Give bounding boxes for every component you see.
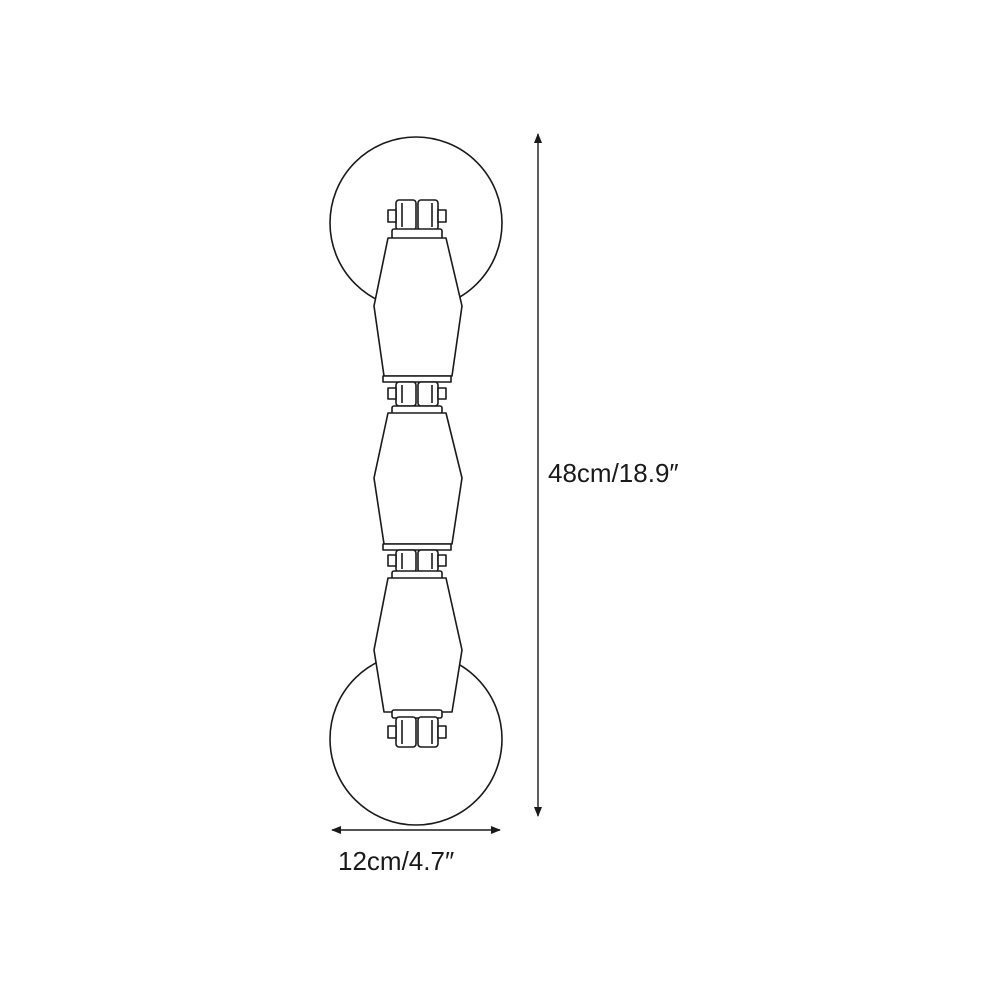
glass-segment-2 [373, 412, 463, 545]
bottom-collar [391, 709, 443, 719]
glass-segment-3 [373, 577, 463, 713]
middle-joint-2 [382, 543, 452, 580]
top-joint [387, 199, 447, 231]
glass-segment-1 [373, 237, 463, 377]
width-dimension-label: 12cm/4.7″ [338, 846, 455, 876]
bottom-joint [387, 716, 447, 748]
height-dimension-label: 48cm/18.9″ [548, 458, 679, 488]
middle-joint-1 [382, 375, 452, 415]
